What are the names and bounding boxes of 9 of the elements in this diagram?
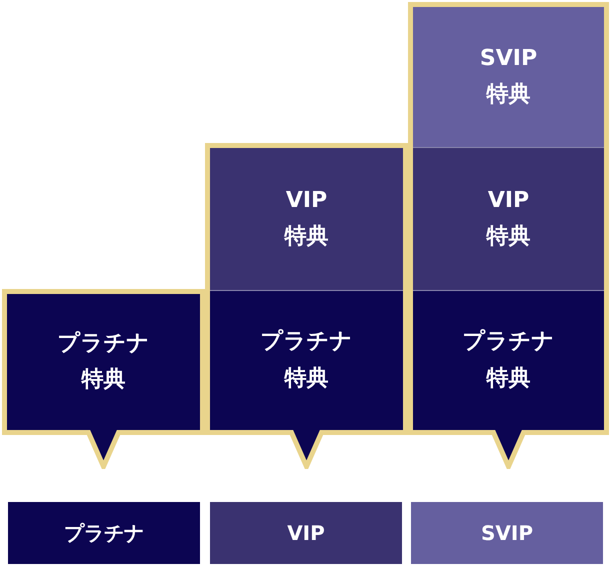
tier-label: プラチナ [8, 502, 200, 564]
tier-callout [408, 2, 609, 469]
tier-label: VIP [210, 502, 402, 564]
benefit-panel: VIP特典 [413, 147, 604, 290]
benefit-panel: VIP特典 [210, 148, 403, 290]
benefit-panel: SVIP特典 [413, 7, 604, 147]
tier-label: SVIP [411, 502, 603, 564]
tier-callout [2, 289, 205, 469]
tier-callout [205, 143, 408, 469]
